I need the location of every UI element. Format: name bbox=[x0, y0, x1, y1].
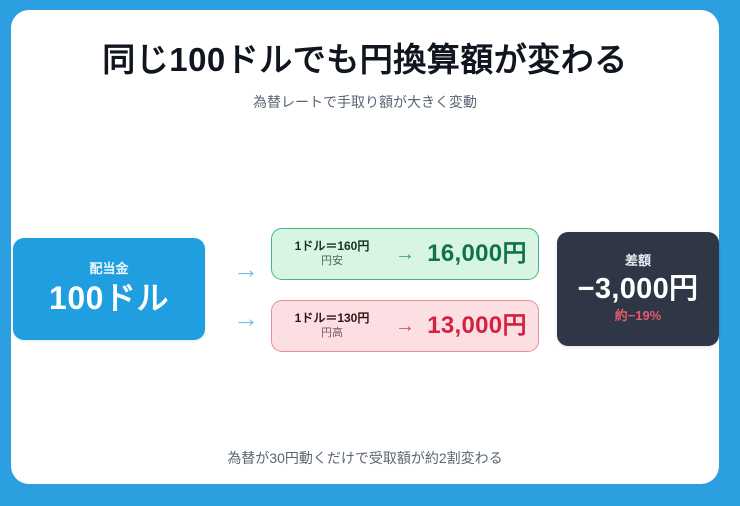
source-card-label: 配当金 bbox=[89, 261, 129, 277]
difference-percent: 約−19% bbox=[614, 308, 662, 324]
difference-value: −3,000円 bbox=[577, 272, 699, 305]
header: 同じ100ドルでも円換算額が変わる 為替レートで手取り額が大きく変動 bbox=[11, 40, 719, 110]
page-subtitle: 為替レートで手取り額が大きく変動 bbox=[253, 93, 477, 110]
scenario-arrow-icon-weak-yen: → bbox=[395, 243, 415, 265]
source-card-value: 100ドル bbox=[49, 279, 169, 316]
scenario-rate-weak-yen: 1ドル＝160円 bbox=[294, 239, 370, 254]
connector-arrow-icon-top: → bbox=[233, 254, 259, 284]
scenario-note-weak-yen: 円安 bbox=[321, 255, 343, 268]
scenario-arrow-icon-strong-yen: → bbox=[395, 315, 415, 337]
scenario-result-strong-yen: 13,000円 bbox=[427, 311, 527, 339]
scenario-card-weak-yen: 1ドル＝160円 円安 → 16,000円 bbox=[271, 228, 539, 280]
content-panel: 同じ100ドルでも円換算額が変わる 為替レートで手取り額が大きく変動 配当金 1… bbox=[11, 10, 719, 484]
page-title: 同じ100ドルでも円換算額が変わる bbox=[102, 41, 628, 78]
scenario-rate-strong-yen: 1ドル＝130円 bbox=[294, 311, 370, 326]
difference-card: 差額 −3,000円 約−19% bbox=[557, 232, 719, 346]
difference-label: 差額 bbox=[624, 253, 651, 269]
conversion-diagram: 配当金 100ドル → → 1ドル＝160円 円安 → 16,000円 1ドル＝… bbox=[11, 228, 719, 358]
scenario-note-strong-yen: 円高 bbox=[321, 327, 343, 340]
footer-note: 為替が30円動くだけで受取額が約2割変わる bbox=[227, 450, 503, 466]
source-card-dividend: 配当金 100ドル bbox=[13, 238, 205, 340]
scenario-card-strong-yen: 1ドル＝130円 円高 → 13,000円 bbox=[271, 300, 539, 352]
scenario-result-weak-yen: 16,000円 bbox=[427, 239, 527, 267]
scenario-rate-block-weak-yen: 1ドル＝160円 円安 bbox=[272, 239, 386, 268]
scenario-rate-block-strong-yen: 1ドル＝130円 円高 bbox=[272, 311, 386, 340]
connector-arrow-icon-bottom: → bbox=[233, 303, 259, 333]
